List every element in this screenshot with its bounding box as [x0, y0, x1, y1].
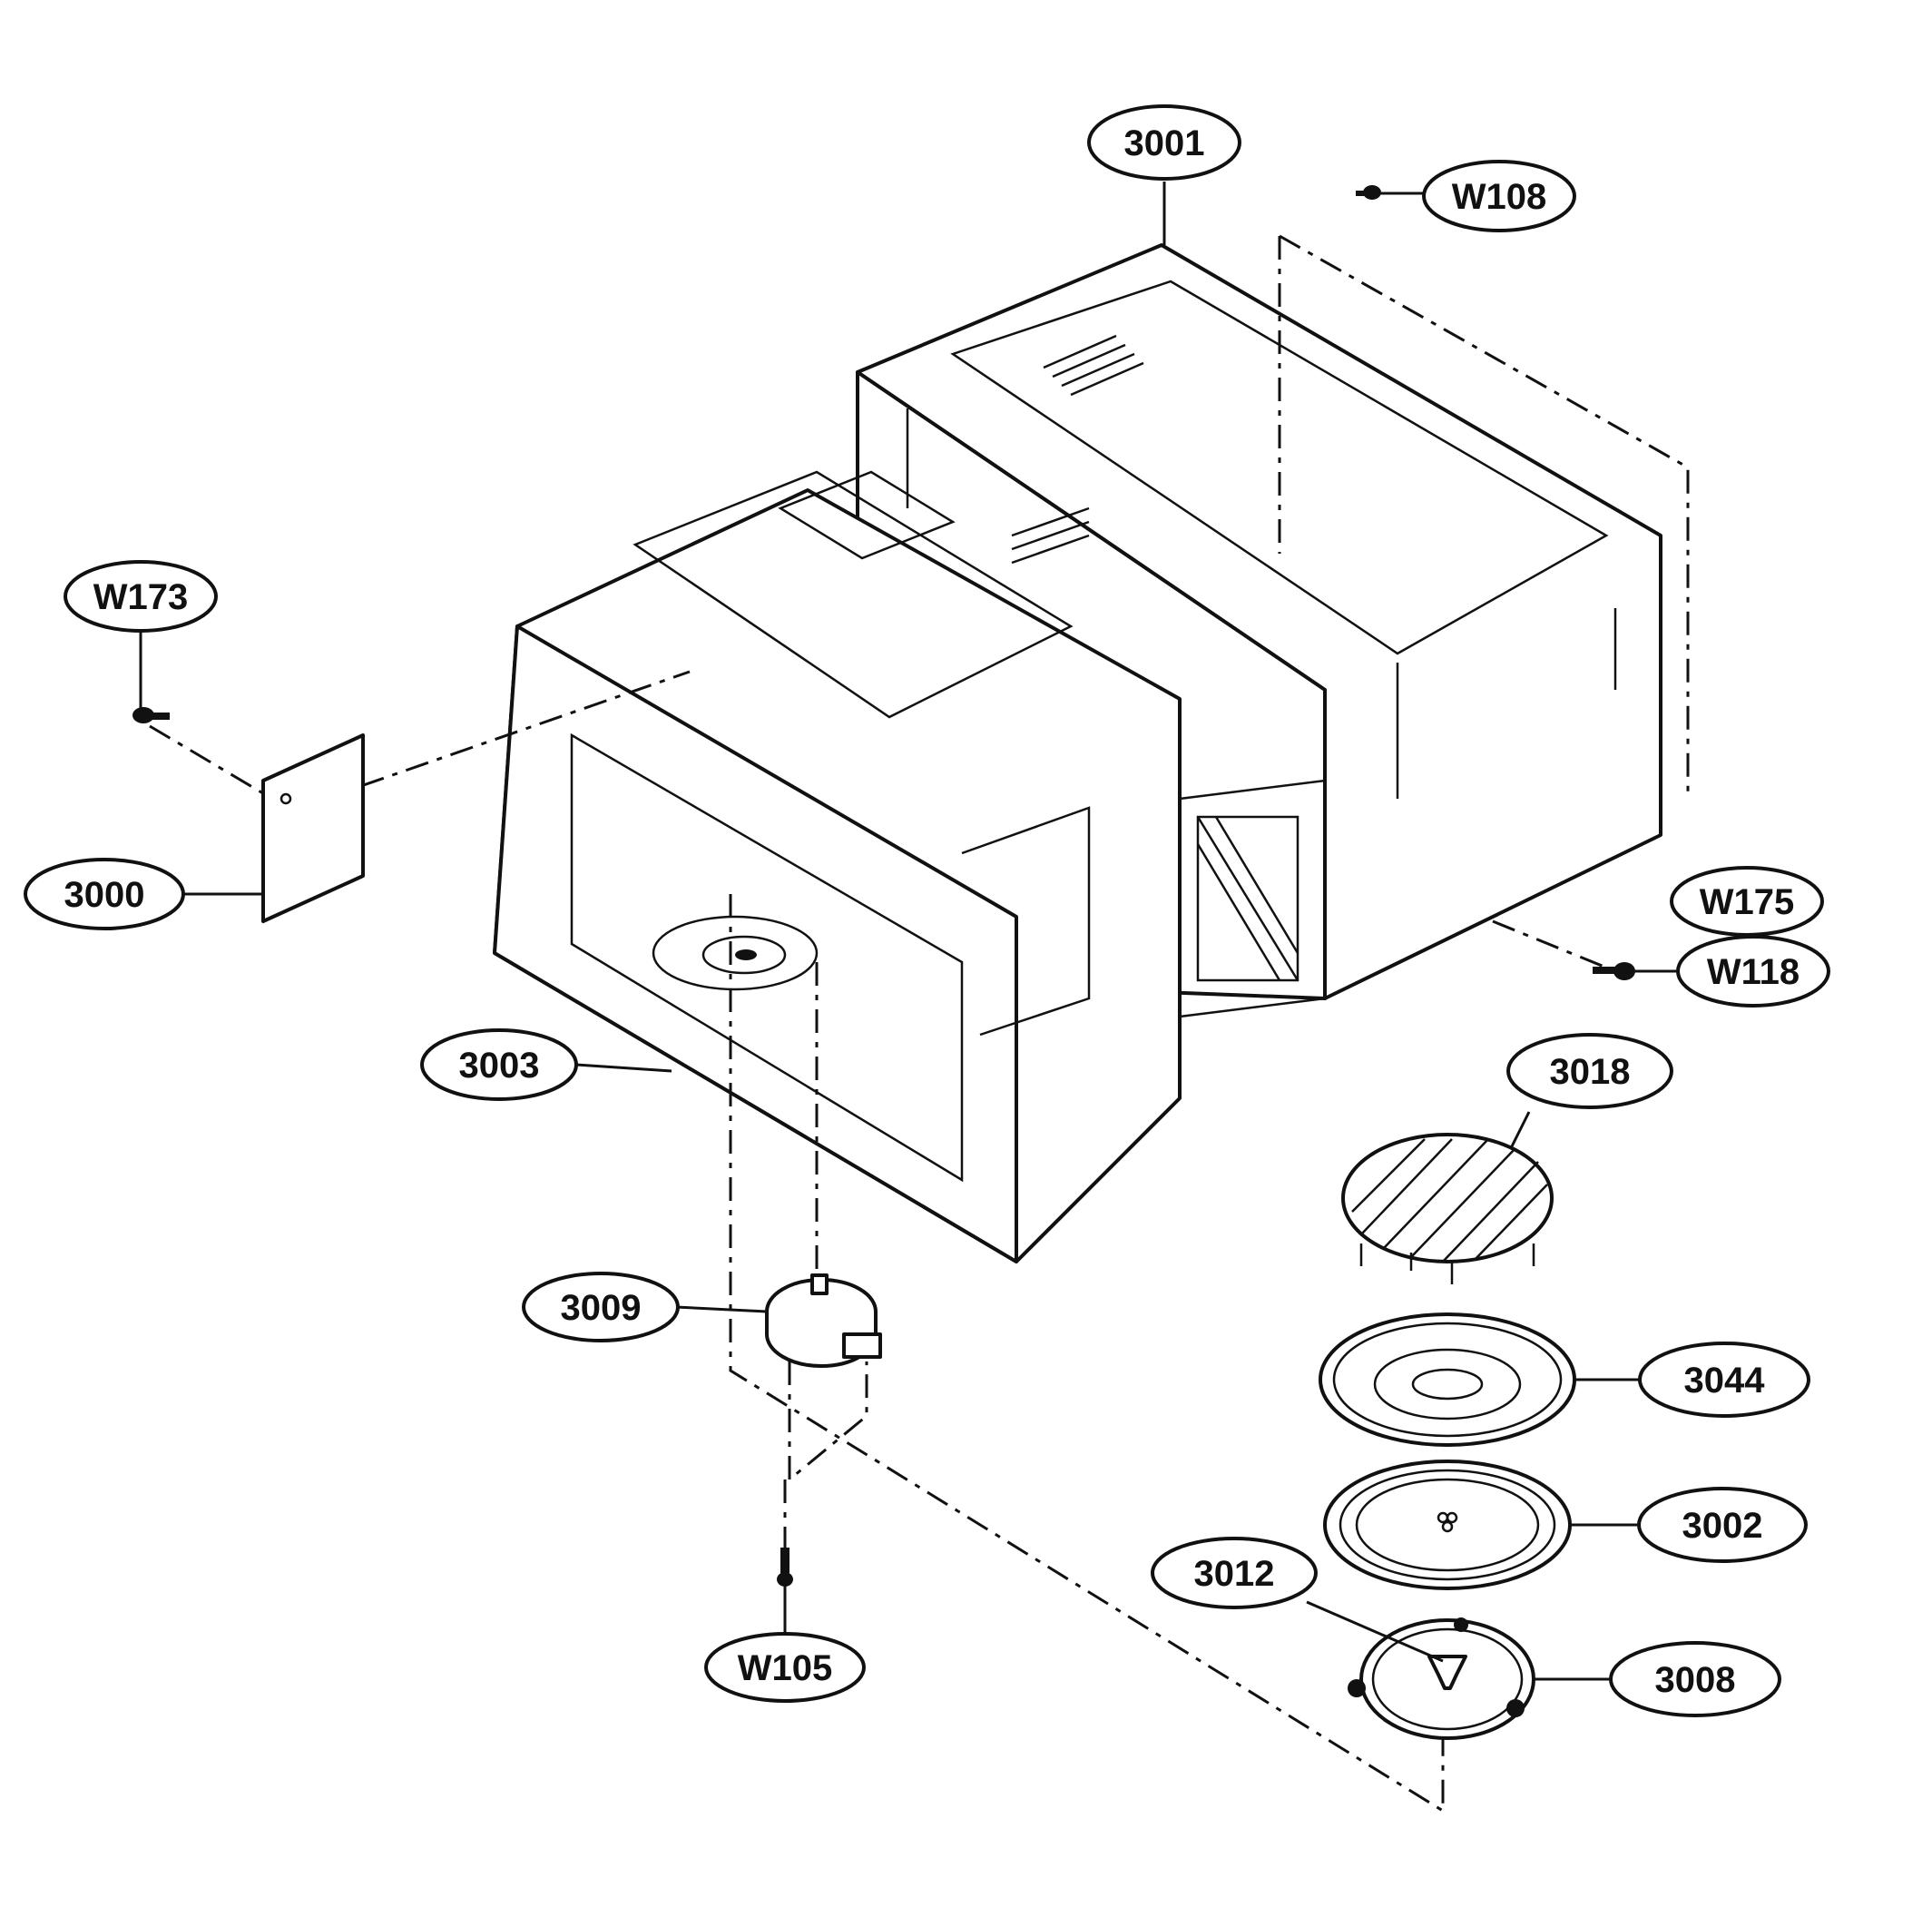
label-w108: W108 — [1452, 177, 1547, 217]
label-3000: 3000 — [64, 875, 145, 915]
vent-slots-side — [1011, 506, 1090, 565]
label-w105: W105 — [738, 1648, 833, 1688]
tray-3044 — [1319, 1312, 1576, 1447]
inner-cavity-chassis — [493, 470, 1327, 1263]
assembly-lines — [149, 670, 1616, 1814]
callout-3044: 3044 — [1638, 1342, 1810, 1418]
label-3018: 3018 — [1550, 1052, 1631, 1092]
callout-w175: W175 — [1670, 866, 1824, 937]
callout-w105: W105 — [704, 1632, 866, 1703]
callout-3002: 3002 — [1637, 1487, 1808, 1563]
screw-w173 — [132, 707, 170, 723]
callout-w173: W173 — [64, 560, 218, 633]
callout-3012: 3012 — [1151, 1537, 1318, 1609]
label-3012: 3012 — [1194, 1554, 1275, 1594]
vent-slots-top — [1043, 334, 1144, 397]
callout-3000: 3000 — [24, 858, 185, 930]
label-w118: W118 — [1707, 952, 1800, 992]
grill-rack-3018 — [1341, 1133, 1554, 1284]
screw-w105 — [777, 1548, 793, 1587]
label-3002: 3002 — [1682, 1506, 1763, 1546]
label-3008: 3008 — [1655, 1660, 1736, 1700]
label-3001: 3001 — [1124, 123, 1205, 163]
coupler-3012 — [1427, 1655, 1467, 1690]
callout-3009: 3009 — [522, 1272, 680, 1342]
label-w175: W175 — [1700, 882, 1795, 922]
cover-plate-3000 — [261, 733, 365, 923]
screw-w108 — [1356, 185, 1381, 200]
callout-3003: 3003 — [420, 1028, 578, 1101]
callout-3001: 3001 — [1087, 104, 1241, 181]
callout-w118: W118 — [1676, 935, 1830, 1008]
callout-w108: W108 — [1422, 160, 1576, 232]
leader-lines — [139, 182, 1679, 1681]
glass-tray-3002 — [1323, 1460, 1572, 1590]
label-w173: W173 — [93, 577, 189, 617]
turntable-motor-3009 — [765, 1273, 882, 1368]
label-3009: 3009 — [561, 1288, 642, 1328]
callout-3008: 3008 — [1609, 1641, 1781, 1717]
label-3003: 3003 — [459, 1046, 540, 1086]
callout-3018: 3018 — [1506, 1033, 1673, 1109]
label-3044: 3044 — [1684, 1361, 1766, 1401]
